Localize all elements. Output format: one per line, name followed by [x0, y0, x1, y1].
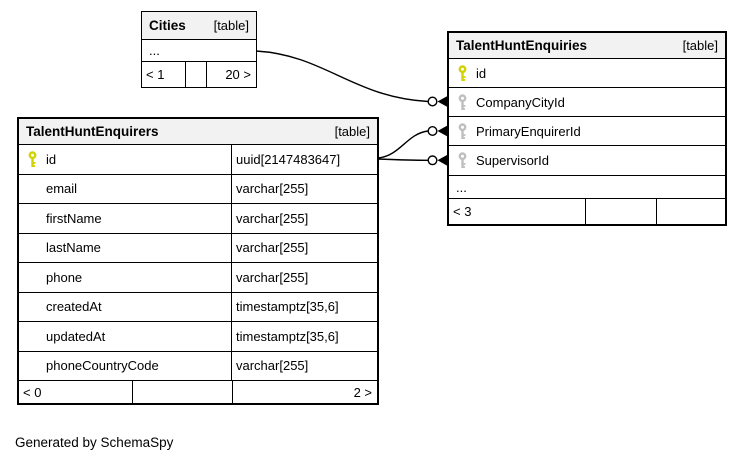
- table-footer-talenthuntenquiries: < 3: [449, 199, 725, 224]
- table-tag: [table]: [334, 124, 370, 139]
- column-type: timestamptz[35,6]: [231, 292, 377, 321]
- table-card-cities: Cities [table] ... < 1 20 >: [141, 11, 257, 88]
- column-name: createdAt: [46, 299, 102, 315]
- table-footer-cities: < 1 20 >: [142, 62, 256, 87]
- foreign-key-icon: [457, 93, 468, 111]
- column-type: timestamptz[35,6]: [231, 322, 377, 351]
- column-name: SupervisorId: [476, 153, 549, 168]
- connector-arrowhead: [437, 125, 447, 137]
- column-row-id: id: [449, 59, 725, 88]
- table-header-talenthuntenquirers[interactable]: TalentHuntEnquirers [table]: [19, 119, 377, 145]
- footer-spacer-cell: [586, 199, 657, 224]
- column-type: varchar[255]: [231, 233, 377, 262]
- table-footer-talenthuntenquirers: < 0 2 >: [19, 381, 377, 403]
- related-count-right: [657, 199, 725, 224]
- column-type: varchar[255]: [231, 204, 377, 233]
- column-name: CompanyCityId: [476, 94, 565, 110]
- column-row-updatedat: updatedAt timestamptz[35,6]: [19, 322, 377, 352]
- connector-open-circle: [427, 96, 438, 107]
- connector-enquirerid-primaryenquirerid: [377, 130, 429, 159]
- table-tag: [table]: [682, 38, 718, 53]
- column-row-id: id uuid[2147483647]: [19, 145, 377, 175]
- column-name: firstName: [46, 210, 102, 226]
- column-row-email: email varchar[255]: [19, 174, 377, 204]
- table-tag: [table]: [213, 18, 249, 33]
- foreign-key-icon: [457, 152, 468, 169]
- column-row-supervisorid: SupervisorId: [449, 146, 725, 176]
- connector-open-circle: [427, 125, 438, 136]
- related-count-left: < 1: [142, 62, 186, 87]
- table-header-cities[interactable]: Cities [table]: [142, 12, 256, 40]
- footer-spacer-cell: [133, 381, 233, 403]
- column-row-createdat: createdAt timestamptz[35,6]: [19, 292, 377, 322]
- column-type: uuid[2147483647]: [231, 145, 377, 174]
- related-count-right: 20 >: [225, 67, 251, 82]
- column-row-phonecountrycode: phoneCountryCode varchar[255]: [19, 351, 377, 381]
- ellipsis-label: ...: [456, 179, 467, 195]
- column-name: phone: [46, 269, 83, 285]
- connector-cities-companycityid: [255, 50, 429, 103]
- primary-key-icon: [457, 64, 468, 82]
- column-type: varchar[255]: [231, 351, 377, 380]
- hidden-columns-ellipsis: ...: [449, 176, 725, 199]
- connector-arrowhead: [437, 96, 447, 107]
- column-name: updatedAt: [46, 328, 106, 344]
- column-type: varchar[255]: [231, 263, 377, 292]
- table-card-talenthuntenquiries: TalentHuntEnquiries [table] id: [447, 31, 727, 226]
- connector-open-circle: [427, 155, 438, 166]
- hidden-columns-ellipsis: ...: [142, 40, 256, 62]
- primary-key-icon: [27, 151, 38, 168]
- column-row-lastname: lastName varchar[255]: [19, 233, 377, 263]
- column-row-phone: phone varchar[255]: [19, 263, 377, 293]
- column-name: phoneCountryCode: [46, 358, 159, 374]
- ellipsis-label: ...: [149, 43, 160, 58]
- footer-spacer-cell: [186, 62, 207, 87]
- table-name[interactable]: TalentHuntEnquiries: [456, 38, 588, 53]
- connector-enquirerid-supervisorid: [377, 158, 429, 161]
- column-row-firstname: firstName varchar[255]: [19, 204, 377, 234]
- table-header-talenthuntenquiries[interactable]: TalentHuntEnquiries [table]: [449, 33, 725, 59]
- related-count-right: 2 >: [353, 384, 372, 400]
- connector-arrowhead: [437, 155, 447, 166]
- column-name: id: [46, 151, 57, 167]
- related-count-left: < 3: [449, 199, 586, 224]
- column-row-companycityid: CompanyCityId: [449, 88, 725, 117]
- column-name: email: [46, 181, 78, 197]
- table-name[interactable]: Cities: [149, 18, 186, 33]
- column-type: varchar[255]: [231, 174, 377, 203]
- column-name: PrimaryEnquirerId: [476, 123, 581, 139]
- column-row-primaryenquirerid: PrimaryEnquirerId: [449, 117, 725, 146]
- table-card-talenthuntenquirers: TalentHuntEnquirers [table] id uuid[2147…: [17, 117, 379, 405]
- related-count-left: < 0: [19, 381, 133, 403]
- foreign-key-icon: [457, 122, 468, 140]
- table-name[interactable]: TalentHuntEnquirers: [26, 124, 159, 139]
- column-name: id: [476, 65, 487, 81]
- generated-by-note: Generated by SchemaSpy: [15, 435, 174, 450]
- column-name: lastName: [46, 240, 101, 256]
